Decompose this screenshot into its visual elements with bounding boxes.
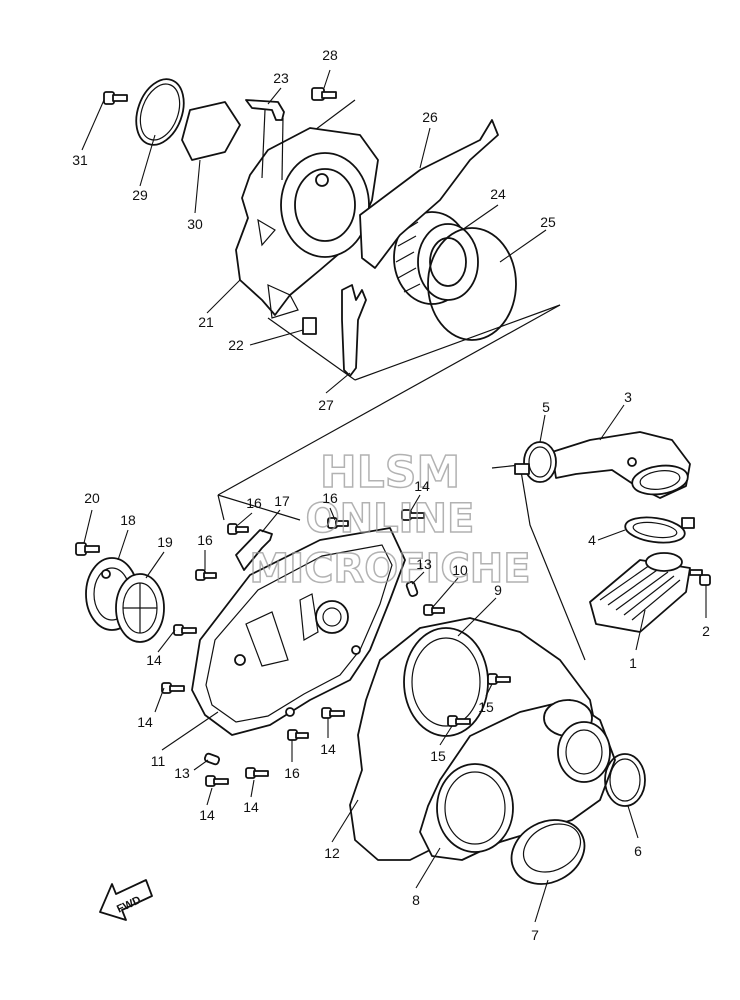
callout-14-b: 14 [146,652,162,668]
callout-13-a: 13 [416,556,432,572]
callout-14-c: 14 [137,714,153,730]
part-25-o-ring [427,227,517,341]
callout-24: 24 [490,186,506,202]
part-19-spoked-gasket [115,573,165,643]
bolt-10 [423,604,445,616]
part-27-fork-bracket [341,284,367,377]
part-2-bolt [689,569,711,586]
part-number-callouts: 1 2 3 4 5 6 7 8 9 10 11 12 13 13 14 14 1… [72,47,710,943]
bolt-14-f [401,509,425,521]
callout-14-e: 14 [243,799,259,815]
callout-23: 23 [273,70,289,86]
part-1-filter-body [589,552,691,633]
callout-3: 3 [624,389,632,405]
lower-leader-lines [83,404,707,923]
watermark-line-3: MICROFICHE [249,546,530,592]
bolt-16-a [227,523,249,535]
bolt-15-b [447,715,471,727]
callout-7: 7 [531,927,539,943]
callout-28: 28 [322,47,338,63]
callout-13-b: 13 [174,765,190,781]
part-5-clamp [514,441,557,483]
callout-8: 8 [412,892,420,908]
part-7-cap [510,819,586,885]
bolt-14-b [161,682,185,694]
bolt-14-e [321,707,345,719]
bolt-14-d [245,767,269,779]
callout-5: 5 [542,399,550,415]
callout-2: 2 [702,623,710,639]
callout-15-b: 15 [430,748,446,764]
forward-arrow-icon: FWD [99,879,153,921]
part-11-crankcase-cover [191,527,406,736]
callout-26: 26 [422,109,438,125]
callout-31: 31 [72,152,88,168]
callout-1: 1 [629,655,637,671]
part-20-screw [75,542,100,556]
part-6-o-ring [604,753,646,807]
bolt-set [161,509,511,787]
watermark-line-1: HLSM [320,447,460,498]
part-9-seal [403,627,489,737]
callout-14-f: 14 [320,741,336,757]
watermark: HLSM ONLINE MICROFICHE [249,446,532,593]
callout-27: 27 [318,397,334,413]
callout-16-b: 16 [322,490,338,506]
part-4-band [624,516,695,544]
callout-14-d: 14 [199,807,215,823]
callout-20: 20 [84,490,100,506]
callout-10: 10 [452,562,468,578]
callout-16-a: 16 [246,495,262,511]
part-22-clip [302,317,317,335]
part-13-dowel-pins [203,580,419,766]
callout-12: 12 [324,845,340,861]
callout-30: 30 [187,216,203,232]
callout-15-a: 15 [478,699,494,715]
part-23-bracket [245,99,285,121]
part-28-bolt [311,87,337,101]
part-8-outer-cover [419,699,616,861]
bolt-16-d [327,517,349,529]
callout-16-d: 16 [284,765,300,781]
callout-22: 22 [228,337,244,353]
callout-18: 18 [120,512,136,528]
part-30-foam [181,101,241,161]
part-21-inner-cover [235,127,379,319]
bolt-15-a [487,673,511,685]
bolt-14-a [173,624,197,636]
part-31-screw [103,91,128,105]
callout-9: 9 [494,582,502,598]
part-17-bracket [235,529,273,571]
upper-leader-lines [81,69,547,394]
callout-29: 29 [132,187,148,203]
callout-4: 4 [588,532,596,548]
callout-25: 25 [540,214,556,230]
callout-17: 17 [274,493,290,509]
callout-14-a: 14 [414,478,430,494]
callout-11: 11 [151,753,166,769]
callout-6: 6 [634,843,642,859]
bolt-16-c [287,729,309,741]
bolt-14-c [205,775,229,787]
assembly-guide-lines-lower [217,464,586,661]
assembly-guide-line-middle [217,304,561,496]
part-3-intake-duct [551,431,691,499]
watermark-line-2: ONLINE [306,496,475,542]
callout-19: 19 [157,534,173,550]
bolt-16-b [195,569,217,581]
callout-16-c: 16 [197,532,213,548]
part-26-plate [359,119,499,269]
callout-21: 21 [198,314,214,330]
